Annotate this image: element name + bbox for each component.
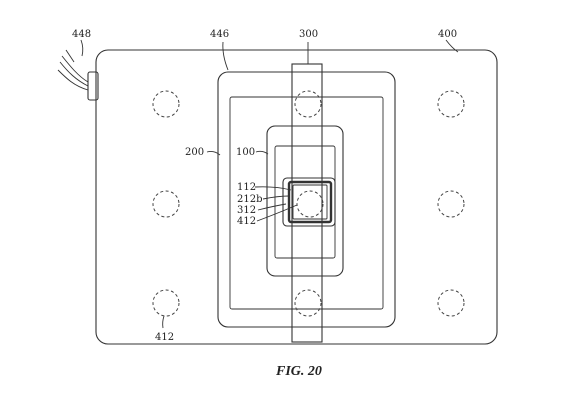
coil-bottom-center <box>294 289 322 317</box>
coil-mid-right <box>437 190 465 218</box>
coil-top-right <box>437 90 465 118</box>
label-100: 100 <box>236 147 255 158</box>
figure-caption: FIG. 20 <box>275 364 322 379</box>
coil-bottom-right <box>437 289 465 317</box>
device-100-outer <box>266 125 344 277</box>
label-312: 312 <box>237 205 256 216</box>
label-212b: 212b <box>237 194 263 205</box>
strap-300 <box>291 63 323 343</box>
label-400: 400 <box>438 29 457 40</box>
base-400 <box>95 49 498 345</box>
device-200-outer <box>217 71 396 328</box>
device-100-inner <box>274 145 336 259</box>
device-200-inner <box>229 96 384 310</box>
label-448: 448 <box>72 29 91 40</box>
coil-circles <box>152 90 465 317</box>
coil-top-left <box>152 90 180 118</box>
leader-lines <box>80 39 459 329</box>
coil-mid-left <box>152 190 180 218</box>
label-446: 446 <box>210 29 229 40</box>
coil-mid-center <box>296 190 324 218</box>
coil-top-center <box>294 90 322 118</box>
label-412-bottom: 412 <box>155 332 174 343</box>
label-200: 200 <box>185 147 204 158</box>
label-300: 300 <box>299 29 318 40</box>
label-112: 112 <box>237 182 256 193</box>
watch-body <box>282 177 336 227</box>
coil-bottom-left <box>152 289 180 317</box>
cable-connector-448 <box>57 49 99 101</box>
label-412-inner: 412 <box>237 216 256 227</box>
